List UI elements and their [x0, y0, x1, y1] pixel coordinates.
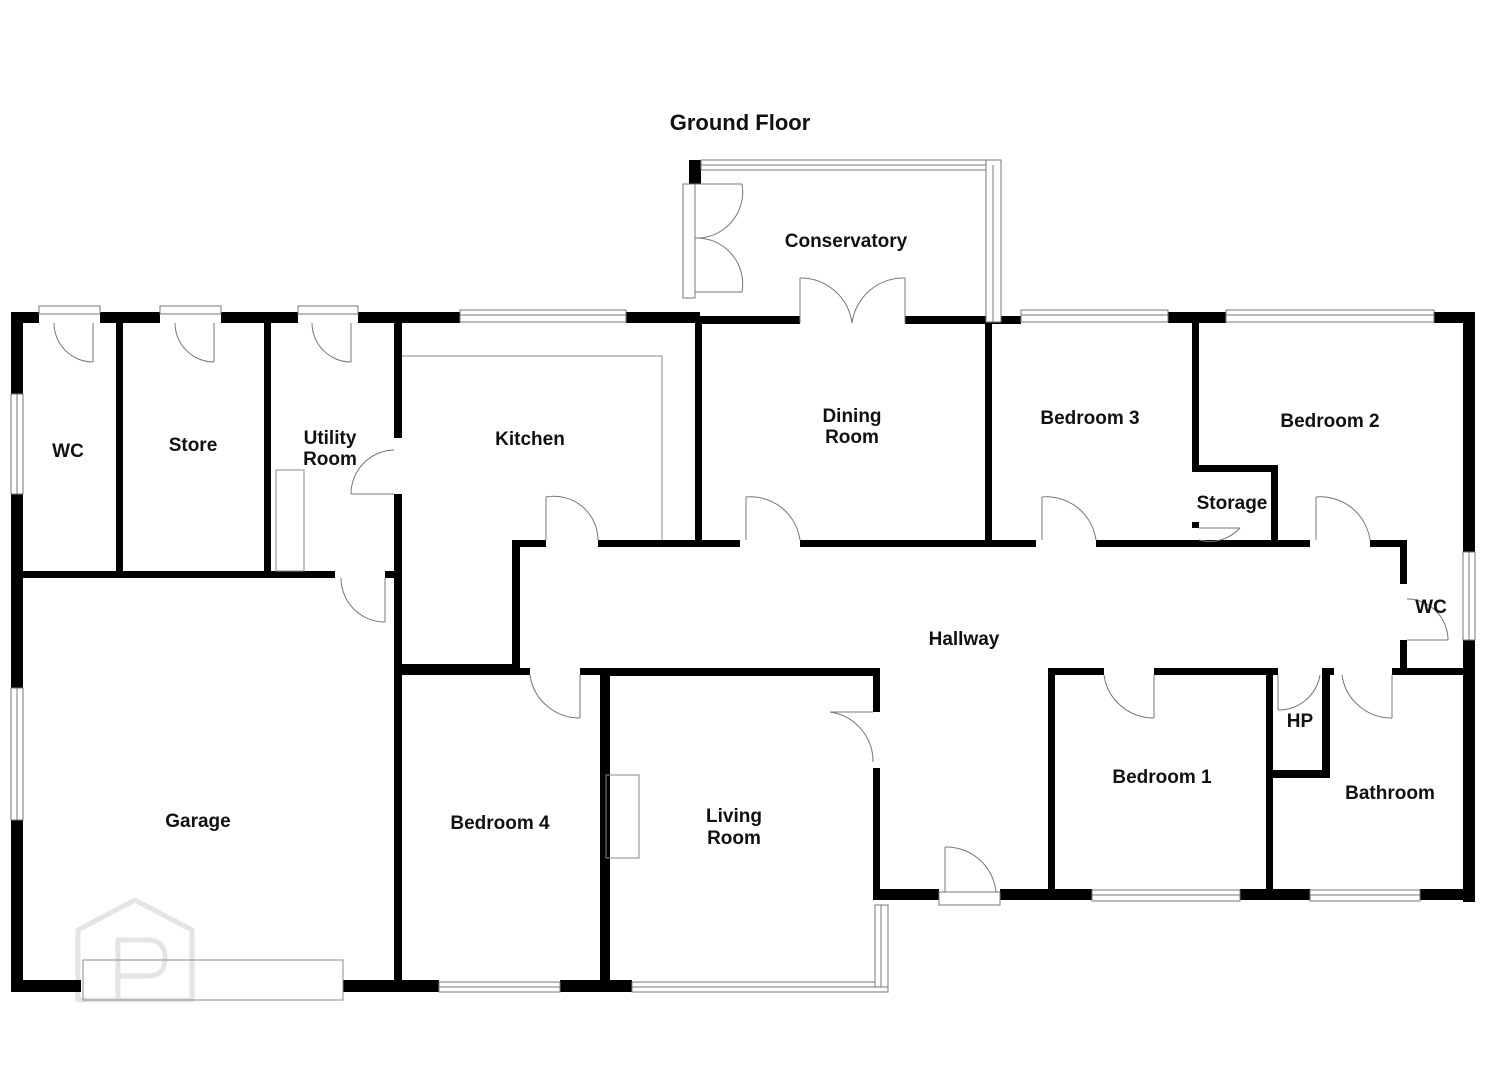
- label-hallway: Hallway: [929, 629, 1000, 650]
- label-wc-right: WC: [1415, 597, 1447, 618]
- label-garage: Garage: [165, 811, 230, 832]
- floor-title: Ground Floor: [670, 110, 811, 135]
- label-store: Store: [169, 435, 218, 456]
- label-utility-line2: Room: [303, 449, 357, 470]
- label-kitchen: Kitchen: [495, 429, 565, 450]
- label-dining-line1: Dining: [822, 406, 881, 427]
- walls: [11, 160, 1475, 992]
- label-utility-line1: Utility: [304, 428, 357, 449]
- label-bedroom-4: Bedroom 4: [450, 813, 550, 834]
- label-bedroom-1: Bedroom 1: [1112, 767, 1212, 788]
- label-storage: Storage: [1197, 493, 1268, 514]
- label-living-line1: Living: [706, 806, 762, 827]
- label-dining-line2: Room: [825, 427, 879, 448]
- label-bedroom-3: Bedroom 3: [1040, 408, 1139, 429]
- doors: [53, 183, 1449, 893]
- label-living-line2: Room: [707, 828, 761, 849]
- label-bathroom: Bathroom: [1345, 783, 1435, 804]
- fixtures: [82, 355, 663, 1001]
- label-wc-left: WC: [52, 441, 84, 462]
- label-bedroom-2: Bedroom 2: [1280, 411, 1379, 432]
- windows: [10, 159, 1476, 993]
- room-labels: WC Store Utility Room Kitchen Conservato…: [52, 231, 1447, 849]
- property-pal-logo-icon: [75, 897, 195, 1003]
- label-hp: HP: [1287, 711, 1314, 732]
- label-conservatory: Conservatory: [785, 231, 908, 252]
